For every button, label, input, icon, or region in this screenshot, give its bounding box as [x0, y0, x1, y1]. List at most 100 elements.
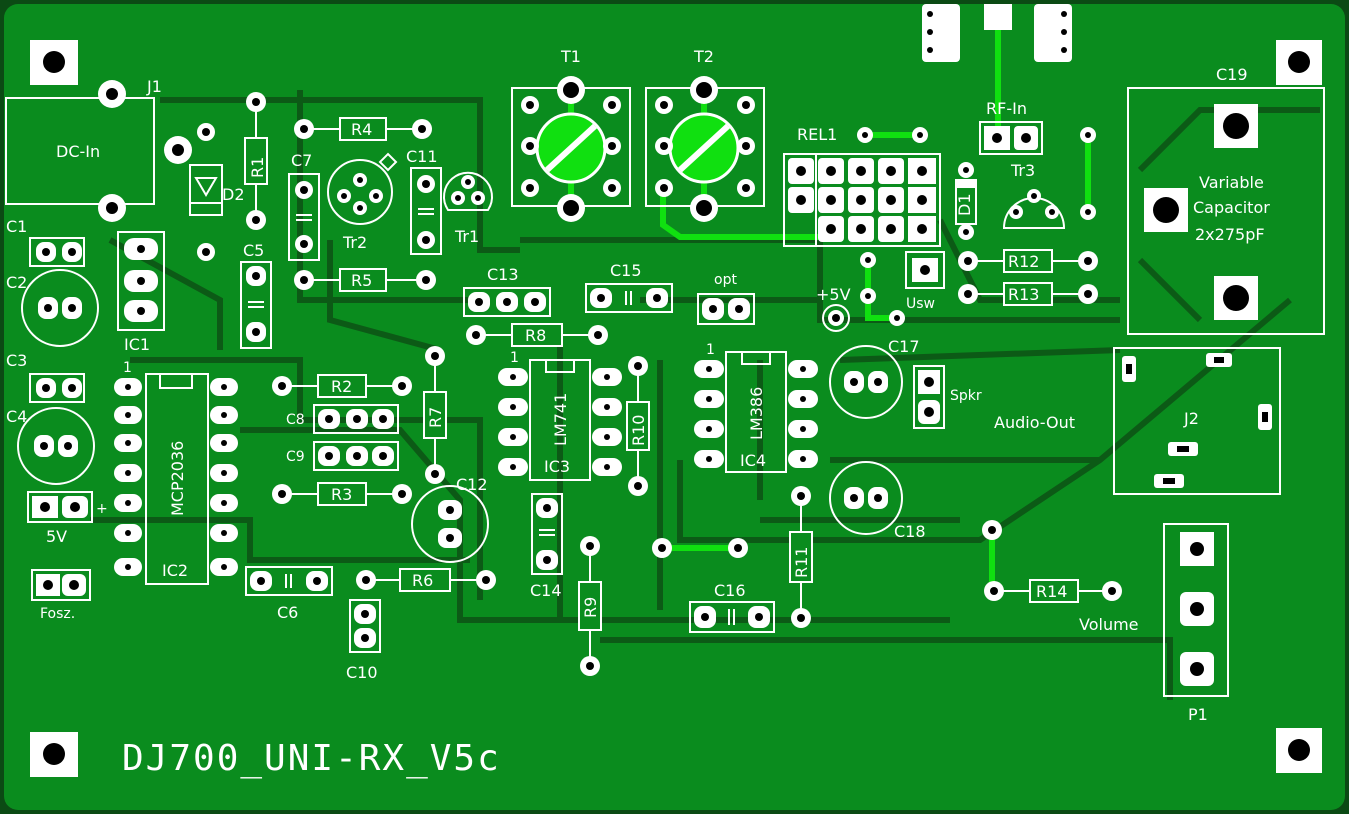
r10-resistor — [626, 356, 650, 496]
trace-network — [90, 90, 1320, 700]
c5-capacitor — [240, 261, 272, 349]
label-r5: R5 — [351, 271, 372, 290]
r11-resistor — [789, 486, 813, 628]
c7-capacitor — [288, 173, 320, 261]
label-c19: C19 — [1216, 65, 1248, 84]
label-d1: D1 — [955, 194, 974, 217]
label-r3: R3 — [331, 485, 352, 504]
label-c5: C5 — [243, 241, 264, 260]
mounting-holes — [30, 40, 1322, 777]
label-r6: R6 — [412, 571, 433, 590]
c11-capacitor — [410, 167, 442, 255]
r7-resistor — [423, 346, 447, 484]
r14-resistor — [982, 520, 1122, 603]
r6-resistor — [356, 568, 496, 592]
r9-resistor — [578, 536, 602, 676]
five-v-connector — [27, 491, 93, 523]
label-volume: Volume — [1079, 615, 1139, 634]
label-rf-in: RF-In — [986, 99, 1027, 118]
label-var-cap-3: 2x275pF — [1195, 225, 1265, 244]
c18-capacitor — [829, 461, 903, 535]
ic2-mcp2036 — [114, 373, 238, 585]
label-t2: T2 — [693, 47, 714, 66]
label-audio-out: Audio-Out — [994, 413, 1075, 432]
r2-resistor — [272, 374, 412, 398]
label-t1: T1 — [560, 47, 581, 66]
label-r8: R8 — [525, 326, 546, 345]
label-r4: R4 — [351, 120, 372, 139]
label-c13: C13 — [487, 265, 519, 284]
label-tr2: Tr2 — [342, 233, 367, 252]
silkscreen-labels: J1 DC-In D2 R1 C7 R4 R5 Tr2 C11 Tr1 T1 T… — [6, 47, 1270, 779]
label-c8: C8 — [286, 412, 305, 428]
board-title: DJ700_UNI-RX_V5c — [122, 738, 501, 779]
label-5v-plus: + — [96, 501, 108, 517]
label-pin1-ic3: 1 — [510, 350, 519, 366]
t2-transformer — [645, 76, 765, 222]
c6-capacitor — [245, 566, 333, 596]
r1-resistor — [244, 92, 268, 230]
label-r10: R10 — [629, 415, 648, 446]
label-c17: C17 — [888, 337, 920, 356]
r12-resistor — [958, 249, 1098, 273]
d2-diode — [189, 123, 223, 261]
label-ic4: IC4 — [740, 451, 766, 470]
c17-capacitor — [829, 345, 903, 419]
label-pin1-ic4: 1 — [706, 342, 715, 358]
label-c6: C6 — [277, 603, 298, 622]
label-c15: C15 — [610, 261, 642, 280]
label-c1: C1 — [6, 217, 27, 236]
label-lm741: LM741 — [551, 393, 570, 446]
spkr-connector — [913, 365, 945, 429]
label-c2: C2 — [6, 273, 27, 292]
label-ic1: IC1 — [124, 335, 150, 354]
label-dc-in: DC-In — [56, 142, 100, 161]
d1-diode — [955, 162, 977, 240]
label-c14: C14 — [530, 581, 562, 600]
label-c4: C4 — [6, 407, 27, 426]
label-fosz: Fosz. — [40, 606, 75, 622]
c12-capacitor — [411, 485, 489, 563]
jumper-pads — [652, 538, 748, 558]
p1-volume-pot — [1163, 523, 1229, 697]
ic4-lm386 — [694, 351, 818, 473]
r13-resistor — [958, 282, 1098, 306]
c3-capacitor — [29, 373, 85, 403]
label-p1: P1 — [1188, 705, 1208, 724]
label-r1: R1 — [248, 157, 267, 178]
label-ic2: IC2 — [162, 561, 188, 580]
label-c18: C18 — [894, 522, 926, 541]
label-opt: opt — [714, 272, 737, 288]
r3-resistor — [272, 482, 412, 506]
label-j1: J1 — [146, 77, 162, 96]
board-copper — [4, 4, 1345, 810]
label-r7: R7 — [426, 407, 445, 428]
tr1-transistor — [443, 171, 493, 211]
c10-capacitor — [349, 599, 381, 653]
tr2-transistor — [327, 152, 398, 225]
c9-capacitor — [313, 441, 399, 471]
plus5v-testpoint — [822, 304, 850, 332]
label-c9: C9 — [286, 449, 305, 465]
opt-connector — [697, 293, 755, 325]
label-pin1-ic2: 1 — [123, 360, 132, 376]
label-c16: C16 — [714, 581, 746, 600]
label-j2: J2 — [1183, 409, 1199, 428]
c19-variable-capacitor — [1127, 87, 1325, 335]
label-c10: C10 — [346, 663, 378, 682]
label-c7: C7 — [291, 151, 312, 170]
rf-in-connector — [979, 121, 1043, 155]
label-c12: C12 — [456, 475, 488, 494]
rel1-relay — [783, 127, 941, 247]
c16-capacitor — [689, 601, 775, 633]
ic3-lm741 — [498, 359, 622, 481]
label-r12: R12 — [1008, 252, 1039, 271]
label-rel1: REL1 — [797, 125, 837, 144]
label-r13: R13 — [1008, 285, 1039, 304]
label-tr3: Tr3 — [1010, 161, 1035, 180]
label-var-cap-1: Variable — [1199, 173, 1264, 192]
c14-capacitor — [531, 493, 563, 575]
label-tr1: Tr1 — [454, 227, 479, 246]
label-lm386: LM386 — [747, 387, 766, 440]
